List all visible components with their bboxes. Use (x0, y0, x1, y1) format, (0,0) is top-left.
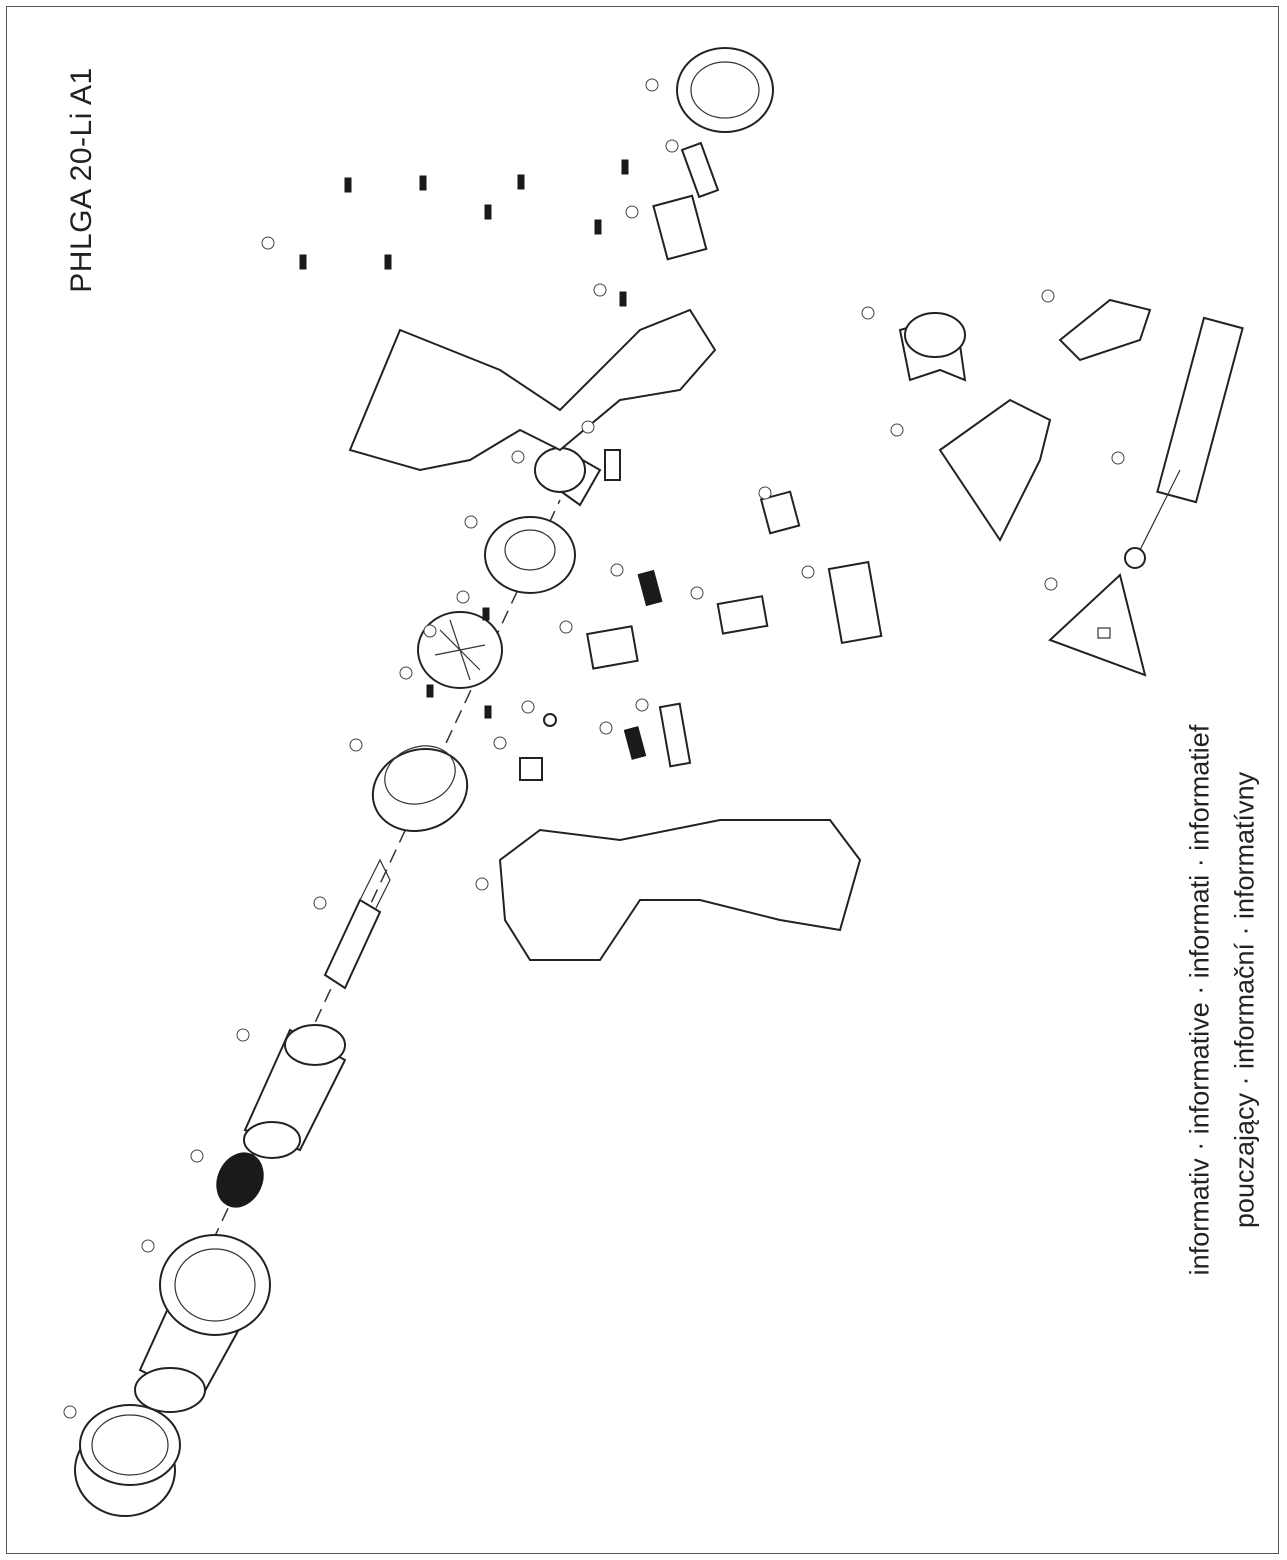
blade-hole (1097, 627, 1111, 639)
motor (534, 447, 602, 507)
thermal-switch (604, 449, 621, 481)
micro-switch (716, 595, 769, 635)
spring-lower (623, 726, 647, 760)
small-connector (519, 757, 543, 781)
led-cap (759, 490, 801, 535)
flat-nozzle (938, 398, 1052, 542)
reduction-nozzle (898, 312, 967, 382)
circuit-board (652, 194, 708, 261)
drawing-frame (6, 6, 1279, 1554)
switch-board (827, 560, 883, 645)
fan-housing (371, 745, 469, 833)
switch-lever (586, 625, 639, 670)
inner-tube (243, 1024, 347, 1159)
right-housing-half (498, 819, 862, 961)
motor-bracket (484, 516, 576, 594)
screws (299, 159, 629, 719)
outer-tube-flange (134, 1234, 271, 1413)
contact-terminal (680, 141, 720, 199)
front-nozzle-ring (74, 1404, 181, 1517)
mesh-disc (216, 1152, 264, 1208)
scraper-handle (1124, 316, 1244, 569)
fan-impeller (417, 611, 503, 689)
battery-adapter (676, 47, 774, 133)
triangle-scraper-blade (1048, 573, 1147, 677)
trigger-button (658, 702, 692, 768)
callout-markers (63, 78, 1125, 1419)
heating-element (323, 858, 391, 990)
small-knob (543, 713, 557, 727)
reflector-nozzle (1058, 298, 1152, 362)
left-housing-half (348, 308, 717, 472)
spring-upper (637, 569, 663, 607)
